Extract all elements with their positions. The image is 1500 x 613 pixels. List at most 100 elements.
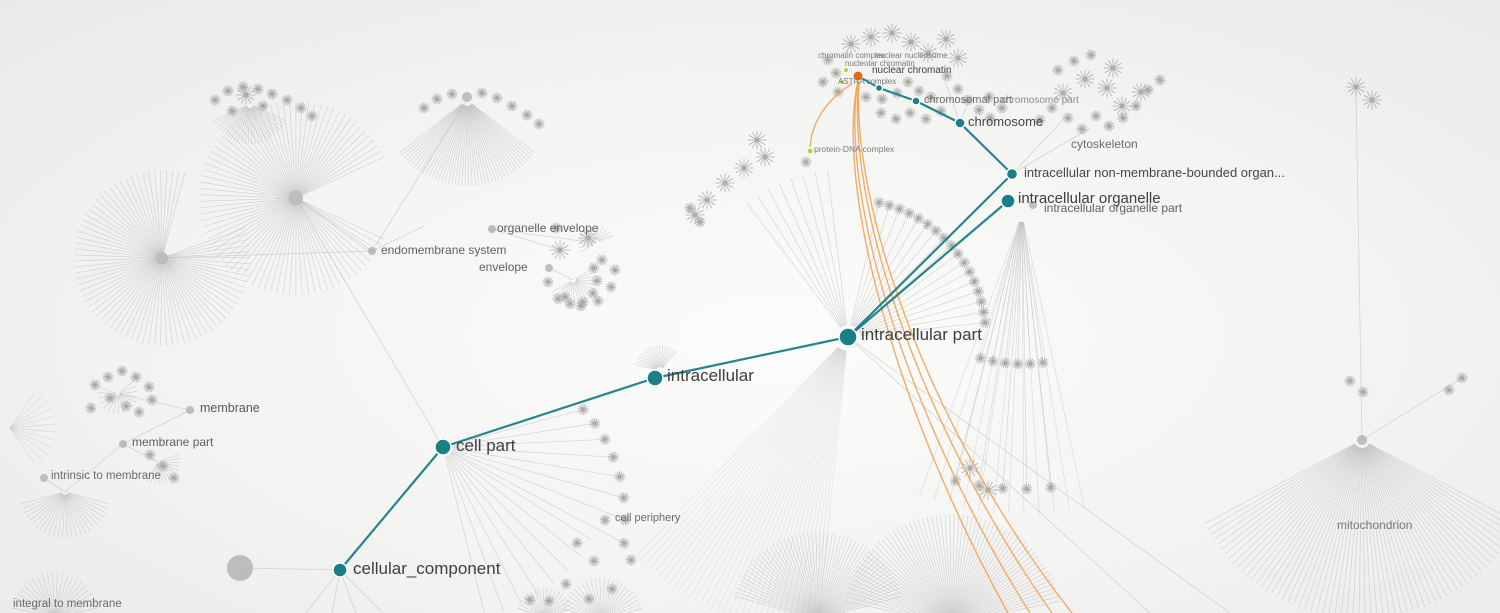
- rosette-node: [550, 240, 570, 260]
- asterisk-node: [1085, 49, 1097, 61]
- hub-node[interactable]: [488, 225, 496, 233]
- asterisk-node: [925, 91, 937, 103]
- label-endomembrane-system[interactable]: endomembrane system: [381, 243, 507, 257]
- green-highlight-node[interactable]: [806, 147, 814, 155]
- asterisk-node: [983, 91, 995, 103]
- hub-node[interactable]: [289, 191, 303, 205]
- label-nuclear-nucleosome[interactable]: nuclear nucleosome: [876, 51, 948, 60]
- label-chromatin-complex[interactable]: chromatin complex: [818, 51, 886, 60]
- node-cell-part[interactable]: [434, 438, 452, 456]
- rosette-node: [1112, 96, 1132, 116]
- hub-node[interactable]: [462, 92, 472, 102]
- asterisk-node: [958, 257, 970, 269]
- node-chromosome[interactable]: [954, 117, 966, 129]
- node-intracellular[interactable]: [646, 369, 664, 387]
- hub-node[interactable]: [1029, 201, 1037, 209]
- rosette-node: [1131, 82, 1151, 102]
- asterisk-node: [830, 67, 842, 79]
- asterisk-node: [1142, 84, 1154, 96]
- rosette-node: [685, 205, 705, 225]
- asterisk-node: [146, 394, 158, 406]
- asterisk-node: [116, 365, 128, 377]
- label-nucleolar-chromatin[interactable]: nucleolar chromatin: [845, 59, 915, 68]
- label-protein-dna-complex[interactable]: protein-DNA complex: [814, 144, 895, 154]
- label-intrinsic-to-membrane[interactable]: intrinsic to membrane: [51, 470, 161, 482]
- label-nuclear-chromatin[interactable]: nuclear chromatin: [872, 65, 952, 76]
- asterisk-node: [599, 433, 611, 445]
- hub-node[interactable]: [1357, 435, 1367, 445]
- asterisk-node: [524, 594, 536, 606]
- asterisk-node: [904, 107, 916, 119]
- asterisk-node: [975, 296, 987, 308]
- asterisk-node: [996, 102, 1008, 114]
- node-intracellular-part[interactable]: [838, 327, 858, 347]
- label-chromosome-part[interactable]: chromosome part: [1001, 95, 1079, 106]
- label-mitochondrion[interactable]: mitochondrion: [1337, 518, 1413, 532]
- label-organelle-envelope[interactable]: organelle envelope: [497, 221, 599, 235]
- asterisk-node: [506, 100, 518, 112]
- rosette-node: [841, 34, 861, 54]
- asterisk-node: [978, 306, 990, 318]
- hub-node[interactable]: [40, 474, 48, 482]
- orange-highlight-node[interactable]: [852, 70, 864, 82]
- label-membrane-part[interactable]: membrane part: [132, 435, 214, 449]
- asterisk-node: [446, 88, 458, 100]
- label-intracellular-organelle-part[interactable]: intracellular organelle part: [1044, 201, 1183, 215]
- rosette-node: [861, 27, 881, 47]
- label-chromosome[interactable]: chromosome: [968, 114, 1044, 129]
- asterisk-node: [587, 287, 599, 299]
- asterisk-node: [491, 92, 503, 104]
- label-intracellular-nmbo[interactable]: intracellular non-membrane-bounded organ…: [1024, 165, 1285, 180]
- asterisk-node: [209, 94, 221, 106]
- label-astra-complex[interactable]: ASTRA complex: [838, 77, 897, 86]
- node-cellular-component[interactable]: [332, 562, 348, 578]
- hub-node[interactable]: [227, 555, 253, 581]
- label-integral-to-membrane[interactable]: integral to membrane: [13, 598, 122, 610]
- label-chromosomal-part[interactable]: chromosomal part: [924, 94, 1013, 106]
- green-highlight-node[interactable]: [843, 67, 849, 73]
- asterisk-node: [1012, 358, 1024, 370]
- label-cell-part[interactable]: cell part: [456, 436, 516, 455]
- asterisk-node: [252, 83, 264, 95]
- asterisk-node: [104, 392, 116, 404]
- asterisk-node: [266, 88, 278, 100]
- asterisk-node: [431, 93, 443, 105]
- rosette-node: [1346, 77, 1366, 97]
- hub-node[interactable]: [156, 252, 168, 264]
- hub-node[interactable]: [545, 264, 553, 272]
- label-cellular-component[interactable]: cellular_component: [353, 559, 501, 578]
- asterisk-node: [609, 264, 621, 276]
- asterisk-node: [542, 276, 554, 288]
- hub-node[interactable]: [186, 406, 194, 414]
- asterisk-node: [902, 76, 914, 88]
- node-chromatin[interactable]: [874, 83, 884, 93]
- label-intracellular[interactable]: intracellular: [667, 366, 754, 385]
- asterisk-node: [1344, 375, 1356, 387]
- asterisk-node: [1456, 372, 1468, 384]
- asterisk-node: [1357, 386, 1369, 398]
- label-membrane[interactable]: membrane: [200, 401, 260, 415]
- label-intracellular-part[interactable]: intracellular part: [861, 325, 982, 344]
- asterisk-node: [588, 555, 600, 567]
- asterisk-node: [1062, 112, 1074, 124]
- rosette-node: [1362, 90, 1382, 110]
- rosette-node: [936, 29, 956, 49]
- green-highlight-node[interactable]: [839, 79, 845, 85]
- node-intracellular-nmbo[interactable]: [1005, 167, 1019, 181]
- hub-node[interactable]: [119, 440, 127, 448]
- asterisk-node: [575, 300, 587, 312]
- label-cytoskeleton[interactable]: cytoskeleton: [1071, 137, 1138, 151]
- asterisk-node: [1024, 358, 1036, 370]
- node-intracellular-organelle[interactable]: [1000, 193, 1016, 209]
- node-chromosomal-part[interactable]: [911, 96, 921, 106]
- hub-node[interactable]: [368, 247, 376, 255]
- asterisk-node: [1154, 74, 1166, 86]
- label-envelope[interactable]: envelope: [479, 260, 528, 274]
- hub-node[interactable]: [602, 517, 608, 523]
- rosette-node: [1075, 69, 1095, 89]
- label-intracellular-organelle[interactable]: intracellular organelle: [1018, 190, 1161, 207]
- label-cell-periphery[interactable]: cell periphery: [615, 512, 681, 524]
- asterisk-node: [577, 403, 589, 415]
